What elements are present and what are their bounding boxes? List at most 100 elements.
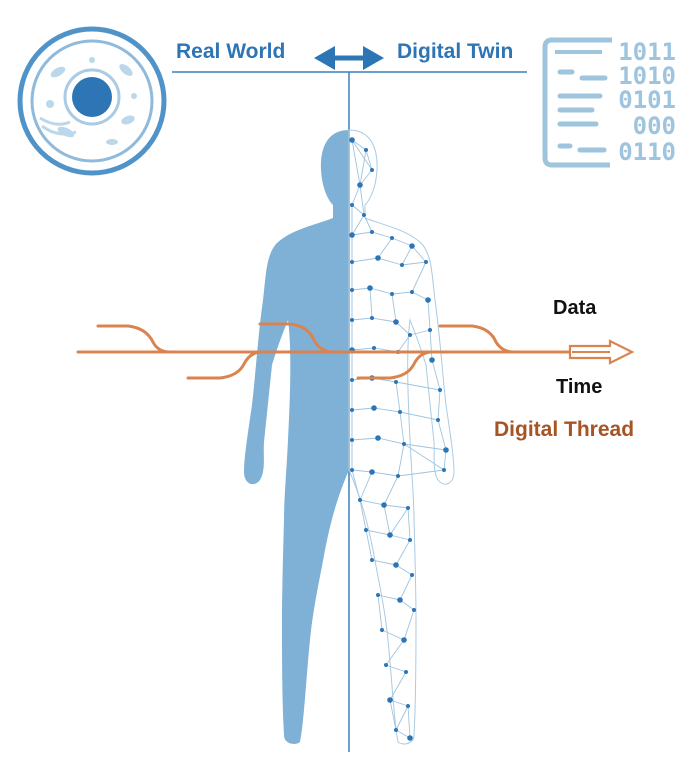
mesh-node (393, 319, 399, 325)
mesh-edge (409, 329, 431, 336)
mesh-edge (399, 411, 405, 445)
mesh-edge (401, 245, 413, 266)
mesh-edge (371, 231, 393, 239)
mesh-edge (383, 504, 391, 536)
mesh-edge (373, 407, 401, 413)
mesh-node (349, 137, 355, 143)
mesh-edge (351, 184, 361, 206)
mesh-node (350, 468, 354, 472)
mesh-edge (351, 257, 379, 263)
mesh-node (443, 447, 449, 453)
mesh-edge (389, 671, 407, 701)
mesh-edge (397, 443, 405, 477)
mesh-edge (351, 317, 373, 321)
mesh-edge (385, 639, 405, 666)
mesh-edge (399, 599, 415, 611)
mesh-edge (377, 437, 405, 445)
mesh-node (387, 532, 393, 538)
mesh-node (410, 573, 414, 577)
mesh-node (390, 236, 394, 240)
code-document-icon: 1011 1010 0101 000 0110 (542, 37, 676, 168)
mesh-node (406, 506, 410, 510)
real-world-label: Real World (176, 40, 286, 63)
wireframe-figure (348, 129, 455, 745)
mesh-edge (365, 529, 391, 536)
mesh-edge (395, 539, 411, 566)
mesh-edge (391, 291, 413, 295)
mesh-node (362, 213, 366, 217)
digital-thread-label: Digital Thread (494, 418, 635, 441)
mesh-node (428, 328, 432, 332)
mesh-node (350, 378, 354, 382)
thread-arrow-icon (568, 339, 635, 365)
mesh-node (393, 562, 399, 568)
mesh-node (406, 704, 410, 708)
mesh-node (375, 435, 381, 441)
mesh-node (367, 285, 373, 291)
mesh-edge (351, 469, 361, 501)
double-arrow-icon (314, 46, 384, 70)
mesh-node (370, 168, 374, 172)
mesh-edge (365, 529, 373, 561)
mesh-node (394, 728, 398, 732)
mesh-node (371, 405, 377, 411)
mesh-node (436, 418, 440, 422)
mesh-edge (395, 381, 401, 413)
mesh-edge (351, 231, 373, 236)
mesh-edge (351, 287, 371, 291)
mesh-node (408, 333, 412, 337)
mesh-node (396, 474, 400, 478)
mesh-edge (359, 149, 367, 186)
mesh-node (404, 670, 408, 674)
mesh-edge (351, 469, 373, 473)
mesh-edge (359, 184, 365, 216)
mesh-node (350, 260, 354, 264)
mesh-node (350, 203, 354, 207)
mesh-edge (407, 507, 411, 541)
mesh-edge (351, 139, 367, 151)
mesh-node (370, 230, 374, 234)
mesh-edge (403, 443, 447, 451)
mesh-edge (427, 299, 431, 331)
mesh-edge (377, 257, 403, 266)
mesh-edge (359, 499, 367, 531)
digital-thread (76, 322, 574, 380)
mesh-edge (377, 237, 393, 259)
mesh-node (424, 260, 428, 264)
mesh-edge (377, 594, 401, 601)
mesh-edge (401, 261, 427, 266)
cell-icon (17, 26, 167, 176)
binary-row: 0110 (618, 138, 676, 166)
mesh-edge (443, 449, 447, 471)
mesh-edge (407, 705, 411, 739)
mesh-edge (371, 559, 397, 566)
mesh-node (410, 290, 414, 294)
mesh-node (364, 148, 368, 152)
mesh-edge (351, 214, 365, 236)
human-figure (244, 130, 349, 744)
mesh-edge (351, 407, 375, 411)
mesh-node (376, 593, 380, 597)
mesh-edge (385, 664, 407, 673)
mesh-edge (403, 609, 415, 641)
mesh-node (397, 597, 403, 603)
mesh-edge (371, 317, 397, 323)
mesh-edge (411, 245, 427, 263)
mesh-node (381, 502, 387, 508)
mesh-edge (351, 437, 379, 441)
binary-row: 0101 (618, 86, 676, 114)
time-label: Time (556, 376, 603, 398)
mesh-edge (351, 347, 375, 351)
mesh-node (370, 558, 374, 562)
mesh-edge (399, 411, 439, 421)
mesh-node (369, 469, 375, 475)
mesh-edge (351, 204, 365, 216)
mesh-edge (395, 564, 413, 576)
mesh-node (408, 538, 412, 542)
mesh-edge (399, 574, 413, 601)
mesh-node (438, 388, 442, 392)
mesh-edge (391, 237, 413, 247)
mesh-node (380, 628, 384, 632)
mesh-edge (391, 293, 397, 323)
